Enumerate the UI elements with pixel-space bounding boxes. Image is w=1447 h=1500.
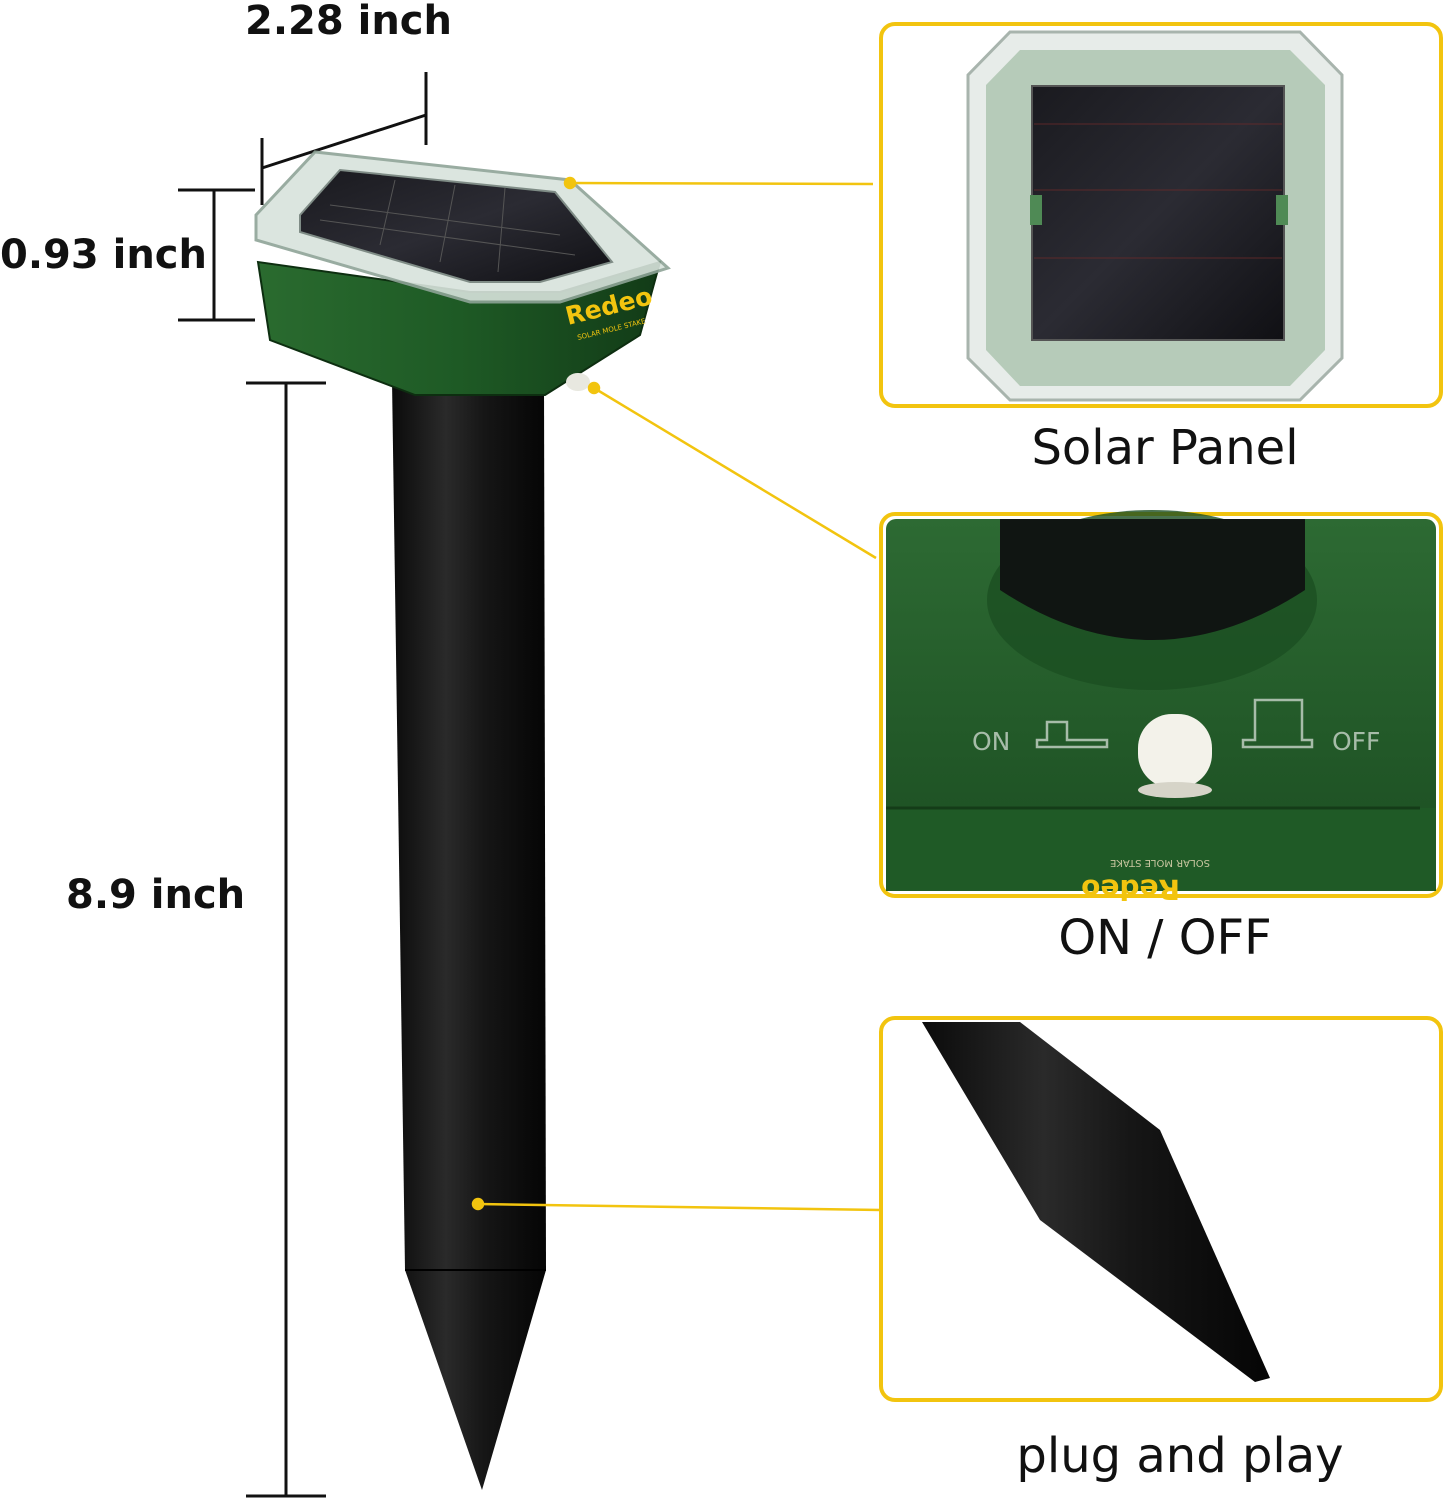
length-label: 8.9 inch — [66, 872, 246, 918]
width-label: 2.28 inch — [245, 0, 452, 44]
switch-mirrored-brand: Redeo — [1081, 873, 1180, 906]
switch-on-label: ON — [972, 727, 1010, 756]
height-dimension-line — [178, 188, 255, 322]
callout-solar-panel-image — [879, 22, 1443, 408]
callout-switch-image — [879, 510, 1443, 898]
on-off-caption: ON / OFF — [1058, 910, 1272, 966]
plug-and-play-caption: plug and play — [1016, 1428, 1344, 1484]
callout-stake-tip-image — [879, 1016, 1443, 1402]
switch-off-label: OFF — [1332, 727, 1380, 756]
stake-body — [392, 380, 546, 1490]
solar-panel-caption: Solar Panel — [1031, 420, 1299, 476]
housing — [254, 150, 671, 396]
height-label: 0.93 inch — [0, 232, 207, 278]
switch-mirrored-tagline: SOLAR MOLE STAKE — [1110, 857, 1210, 868]
width-dimension-line — [260, 72, 428, 205]
length-dimension-line — [246, 381, 326, 1498]
callout-leader-lines — [471, 176, 882, 1212]
